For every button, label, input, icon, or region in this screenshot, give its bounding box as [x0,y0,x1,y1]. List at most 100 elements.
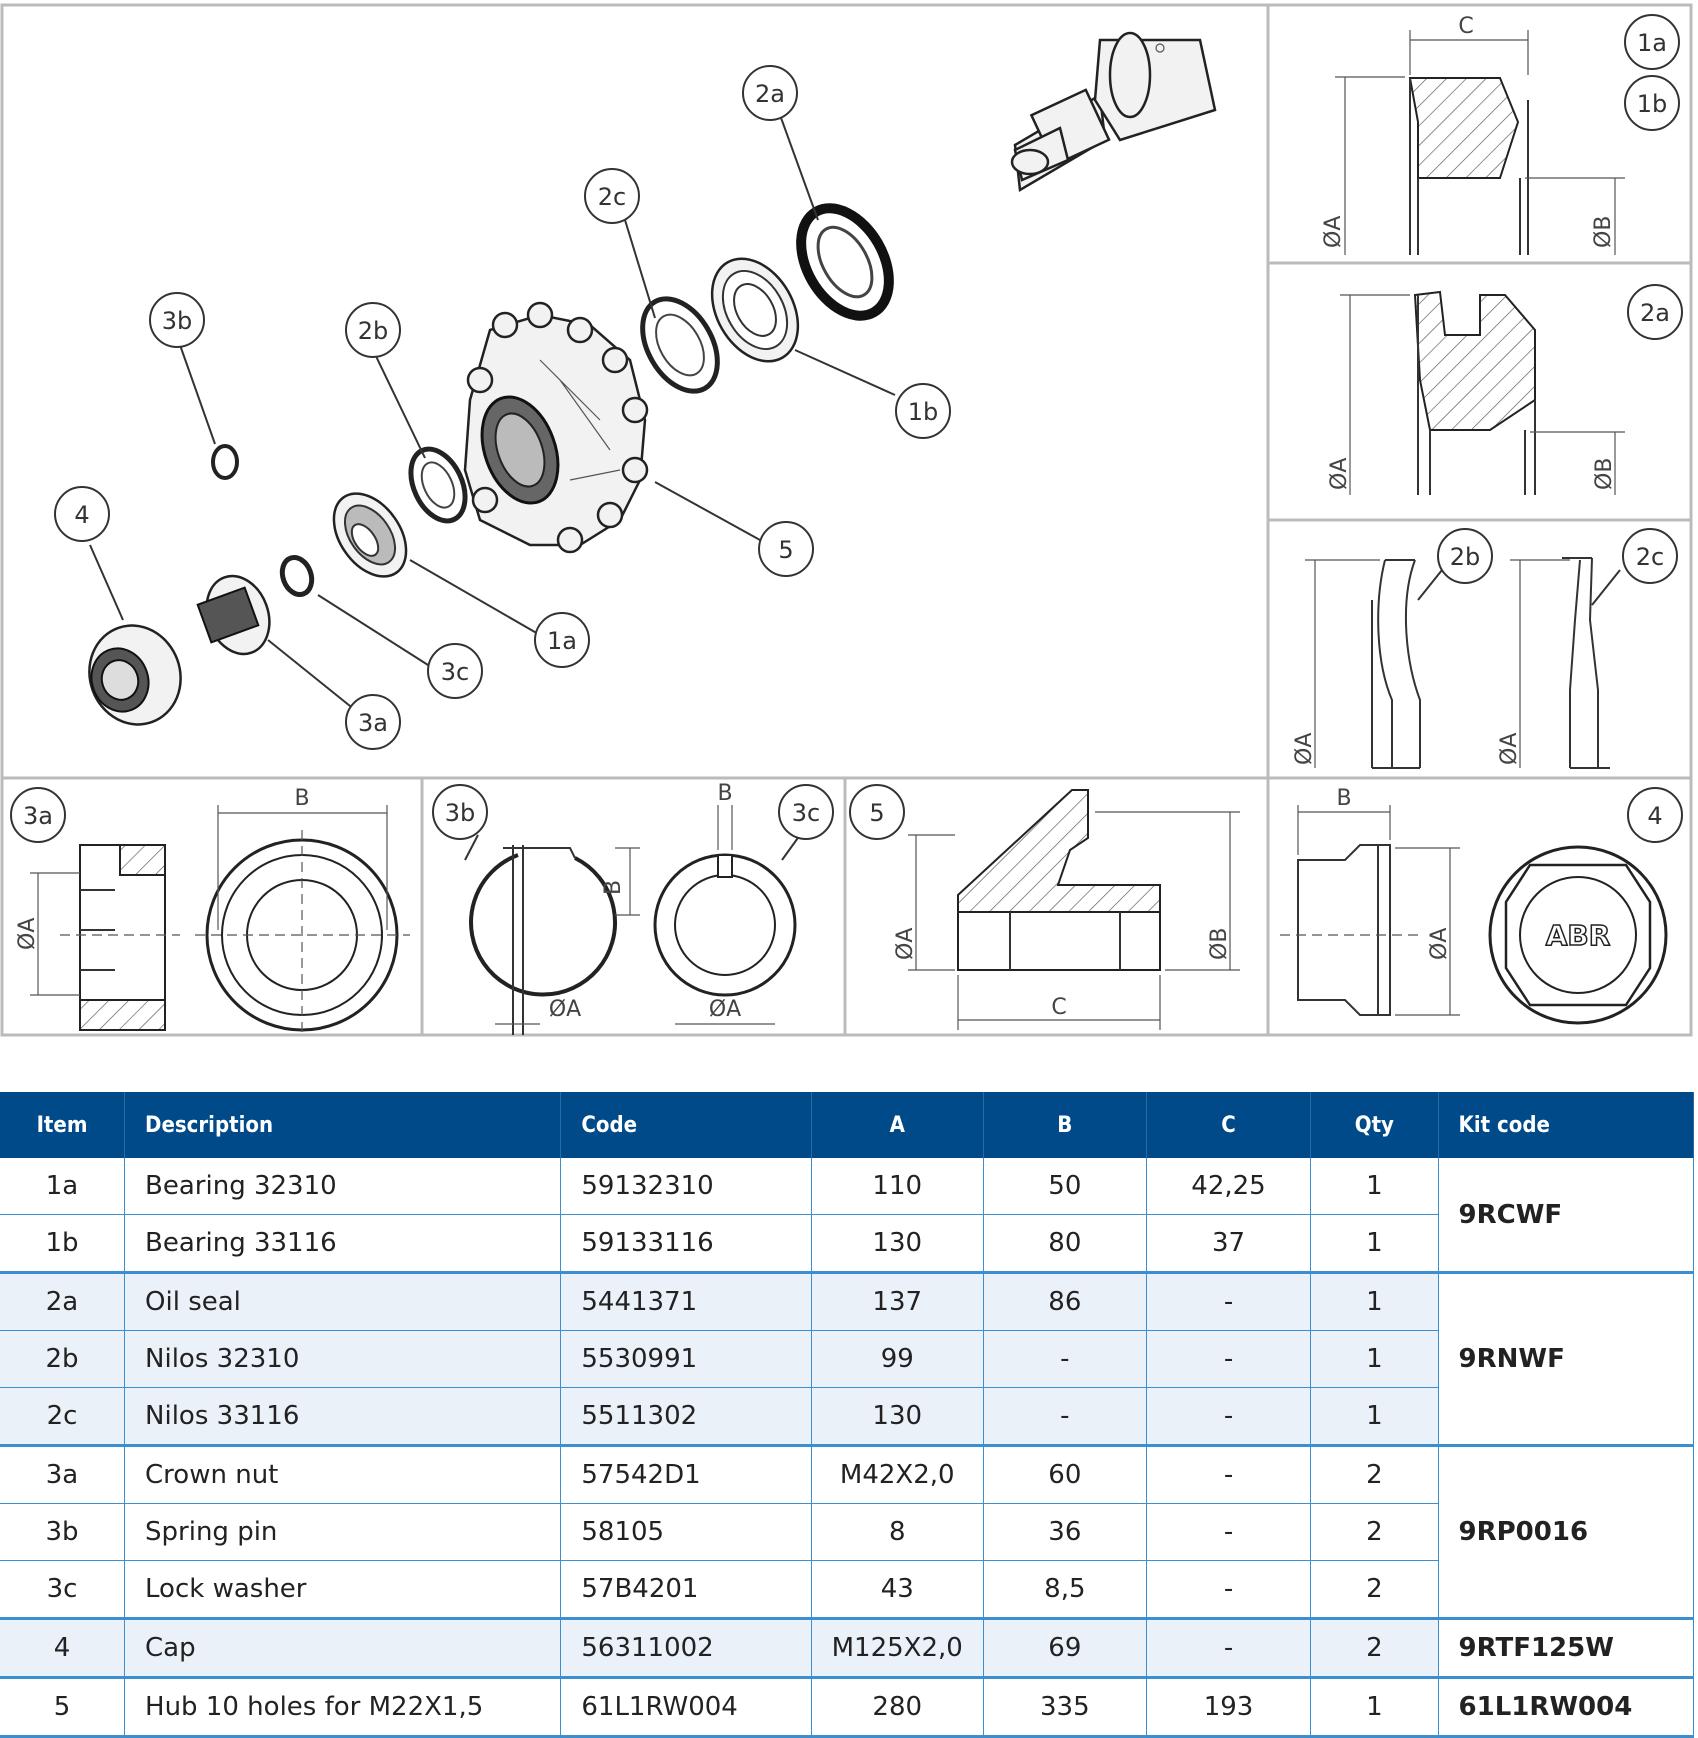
detail-bearing-section: C ØA ØB 1a 1b [1321,14,1680,255]
table-header-row: Item Description Code A B C Qty Kit code [0,1092,1695,1158]
cell-c: - [1146,1617,1312,1678]
oil-seal-2a-illustration [796,203,894,321]
svg-text:5: 5 [869,799,884,827]
table-row: 1a Bearing 32310 59132310 110 50 42,25 1… [0,1158,1695,1273]
svg-text:5: 5 [778,536,793,564]
callout-detail-2c: 2c [1622,528,1678,584]
cell-a: 99 [811,1330,984,1388]
header-description: Description [124,1092,562,1158]
header-c: C [1146,1092,1312,1158]
table-row: 4 Cap 56311002 M125X2,0 69 - 2 9RTF125W [0,1617,1695,1678]
spring-pin-3b-illustration [211,444,239,480]
detail-hub-section: ØA ØB C 5 [849,784,1240,1030]
cell-kit-code: 9RNWF [1438,1271,1695,1446]
cell-b: 86 [983,1271,1147,1331]
cell-a: 43 [811,1560,984,1619]
cell-qty: 1 [1310,1214,1439,1273]
cell-b: 8,5 [983,1560,1147,1619]
svg-text:ØB: ØB [1592,458,1617,490]
cell-kit-code: 9RP0016 [1438,1444,1695,1619]
cell-c: - [1146,1560,1312,1619]
callout-detail-1b: 1b [1624,75,1680,131]
svg-text:2a: 2a [755,80,785,108]
hub-5-illustration [463,301,649,554]
cell-item: 3a [0,1444,126,1504]
svg-text:2c: 2c [598,183,626,211]
cell-code: 59132310 [560,1158,812,1215]
svg-text:ØA: ØA [1321,216,1346,248]
cell-code: 59133116 [560,1214,812,1273]
cell-item: 5 [0,1676,126,1738]
cell-qty: 1 [1310,1387,1439,1446]
cell-c: 193 [1146,1676,1312,1738]
cell-c: 37 [1146,1214,1312,1273]
svg-text:ØA: ØA [1292,733,1317,765]
spindle-illustration [1010,31,1217,193]
svg-text:B: B [601,880,626,895]
callout-detail-3a: 3a [10,787,66,843]
cell-b: 36 [983,1503,1147,1561]
svg-text:1b: 1b [1637,90,1668,118]
detail-oil-seal-section: ØA ØB 2a [1327,284,1683,495]
callout-4: 4 [54,486,110,542]
cell-code: 57542D1 [560,1444,812,1504]
header-kit-code: Kit code [1438,1092,1695,1158]
callout-2b: 2b [345,302,401,358]
cell-a: 8 [811,1503,984,1561]
svg-text:ØA: ØA [893,928,918,960]
svg-text:B: B [1336,786,1351,811]
cell-description: Oil seal [124,1271,562,1331]
callout-3a: 3a [345,694,401,750]
nilos-2c-illustration [640,296,720,394]
callout-detail-2a: 2a [1627,284,1683,340]
cell-c: - [1146,1387,1312,1446]
cell-code: 58105 [560,1503,812,1561]
table-row: 5 Hub 10 holes for M22X1,5 61L1RW004 280… [0,1676,1695,1738]
cell-code: 5530991 [560,1330,812,1388]
svg-text:3c: 3c [441,658,469,686]
svg-text:3b: 3b [162,307,193,335]
cell-code: 56311002 [560,1617,812,1678]
leader-lines [89,114,896,711]
cell-a: M125X2,0 [811,1617,984,1678]
svg-text:2b: 2b [1450,543,1481,571]
svg-text:1a: 1a [547,627,577,655]
detail-nilos-section: ØA ØA 2b 2c [1292,528,1678,769]
cell-a: 110 [811,1158,984,1215]
cell-a: 280 [811,1676,984,1738]
cell-code: 5441371 [560,1271,812,1331]
svg-text:1a: 1a [1637,29,1667,57]
cell-qty: 2 [1310,1617,1439,1678]
header-code: Code [560,1092,812,1158]
callout-detail-3b: 3b [432,784,488,840]
callout-detail-2b: 2b [1437,528,1493,584]
header-a: A [811,1092,984,1158]
cell-qty: 1 [1310,1271,1439,1331]
table-row: 3b Spring pin 58105 8 36 - 2 [0,1503,1694,1561]
cell-description: Cap [124,1617,562,1678]
cell-qty: 2 [1310,1560,1439,1619]
cell-a: 130 [811,1214,984,1273]
crown-nut-3a-illustration [196,574,271,656]
svg-text:2a: 2a [1640,299,1670,327]
cell-b: - [983,1330,1147,1388]
cell-b: - [983,1387,1147,1446]
svg-text:B: B [717,781,732,806]
svg-text:ØA: ØA [709,997,741,1022]
cell-description: Bearing 33116 [124,1214,562,1273]
cell-item: 3c [0,1560,126,1619]
cell-description: Crown nut [124,1444,562,1504]
svg-text:ØA: ØA [15,918,40,950]
callout-detail-3c: 3c [778,784,834,840]
callout-detail-4: 4 [1627,787,1683,843]
cap-4-illustration [88,624,182,726]
callout-3b: 3b [149,292,205,348]
cell-description: Nilos 33116 [124,1387,562,1446]
cell-c: - [1146,1444,1312,1504]
cell-b: 80 [983,1214,1147,1273]
svg-text:C: C [1051,995,1066,1020]
cell-item: 2a [0,1271,126,1331]
svg-text:3a: 3a [358,709,388,737]
svg-text:2c: 2c [1636,543,1664,571]
svg-text:3a: 3a [23,802,53,830]
